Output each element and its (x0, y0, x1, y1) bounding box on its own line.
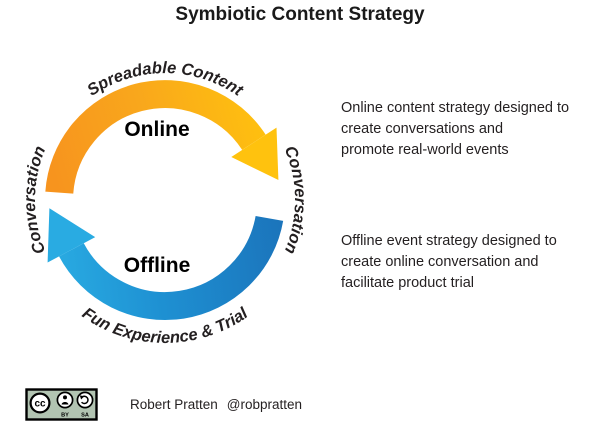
by-label: BY (61, 412, 69, 418)
page-title: Symbiotic Content Strategy (175, 4, 425, 25)
label-conversation-left: Conversation (21, 144, 49, 257)
cc-icon: cc (29, 392, 51, 413)
offline-arc (59, 215, 284, 320)
by-person-icon: BY (56, 391, 74, 418)
author-name: Robert Pratten (130, 396, 218, 412)
online-strategy-description: Online content strategy designed to crea… (341, 100, 570, 158)
attribution: Robert Pratten @robpratten (130, 397, 302, 412)
sa-share-alike-icon: SA (76, 391, 94, 418)
footer: cc BY SA Robert Pratten @robpratten (25, 387, 302, 421)
svg-text:cc: cc (34, 398, 46, 409)
label-conversation-right: Conversation (281, 144, 309, 257)
cc-by-sa-license-badge: cc BY SA (25, 387, 98, 421)
online-arrowhead-icon (231, 127, 279, 180)
sa-label: SA (81, 412, 89, 418)
label-offline: Offline (124, 254, 191, 277)
offline-arc-arrow (47, 208, 284, 320)
offline-arrowhead-icon (47, 208, 96, 263)
author-handle: @robpratten (226, 396, 303, 412)
label-online: Online (124, 118, 189, 141)
online-arc-arrow (45, 80, 279, 194)
offline-strategy-description: Offline event strategy designed to creat… (341, 233, 557, 291)
online-arc (45, 80, 266, 194)
